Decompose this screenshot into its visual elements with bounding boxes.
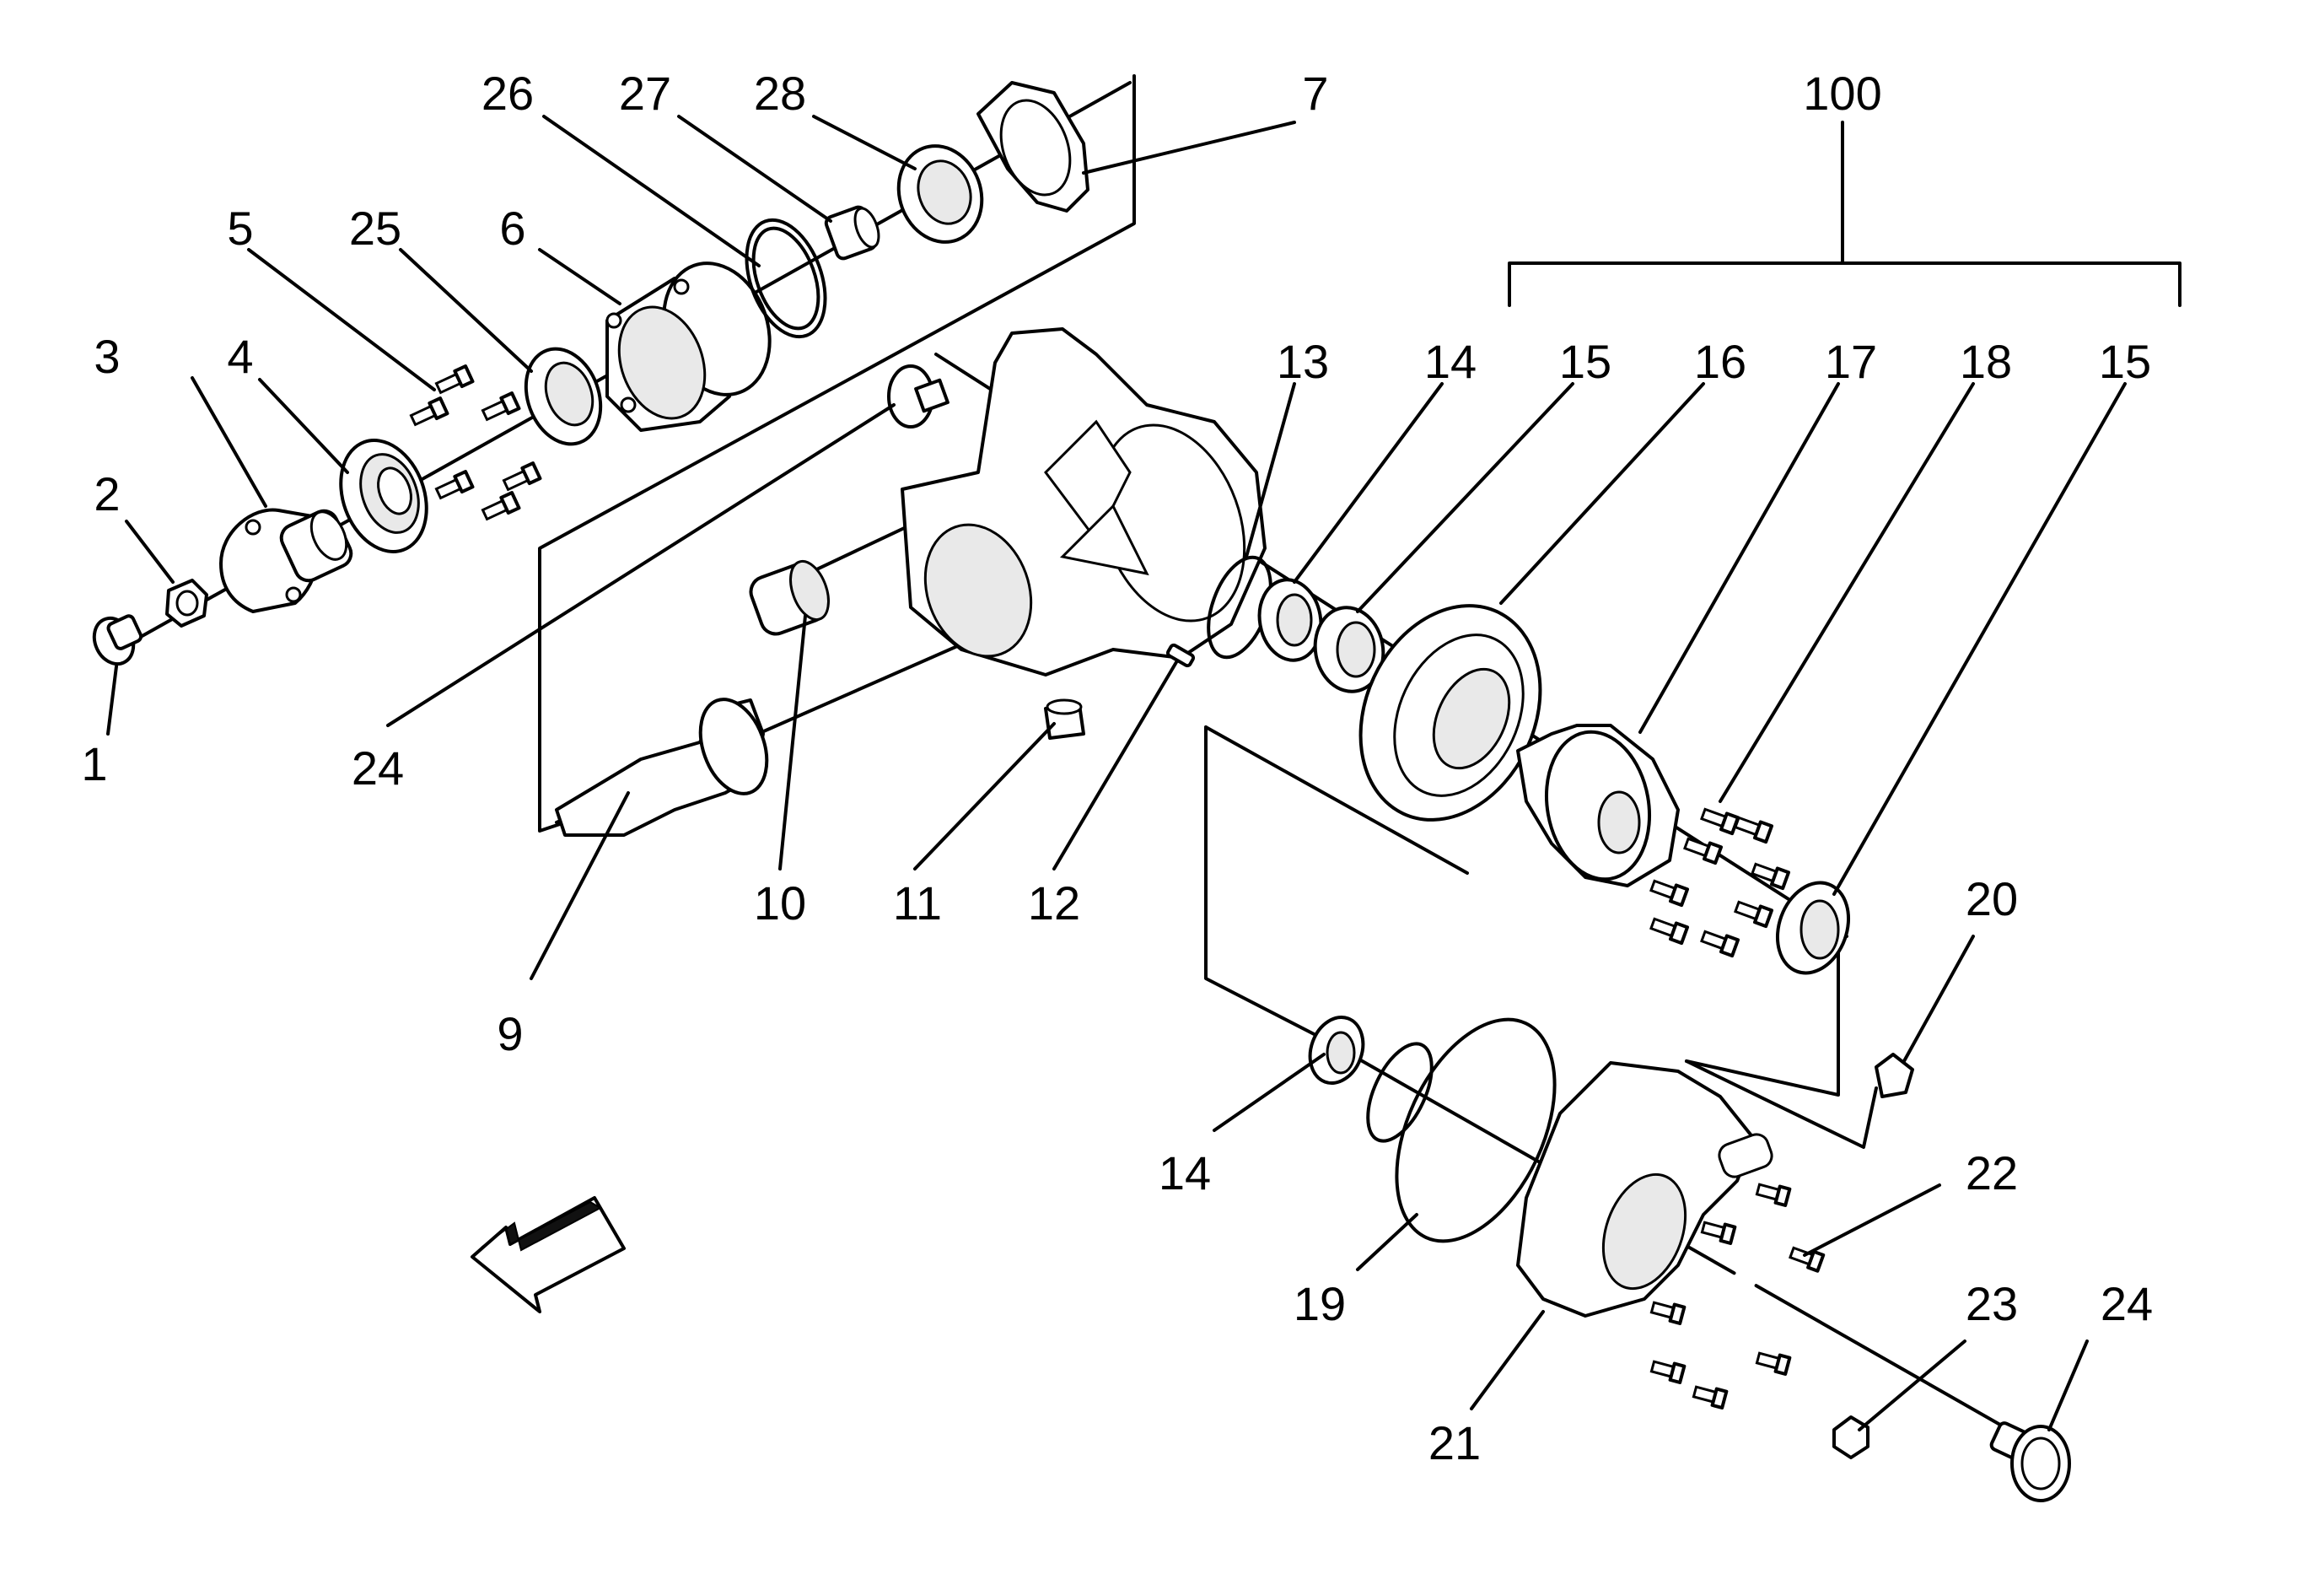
callout-28: 28 — [754, 67, 806, 120]
callout-14-upper: 14 — [1424, 335, 1477, 388]
nut-part — [165, 579, 208, 628]
flange-cap-part — [92, 614, 143, 666]
callout-2: 2 — [94, 467, 120, 520]
callout-22: 22 — [1966, 1146, 2018, 1199]
callout-11: 11 — [893, 876, 942, 930]
bearing-retainer-part — [605, 261, 772, 432]
assembly-lines — [116, 74, 2181, 1440]
bearing-spacer-part — [824, 205, 880, 261]
callout-5: 5 — [227, 202, 253, 255]
differential-case-part — [1516, 724, 1680, 887]
sensor-part — [1875, 1053, 1914, 1098]
bearing-part-14 — [1257, 578, 1323, 662]
callout-18: 18 — [1960, 335, 2012, 388]
ring-gear-part — [1358, 604, 1542, 822]
o-ring-part — [1395, 1017, 1557, 1243]
callout-3: 3 — [94, 330, 120, 383]
callout-20: 20 — [1966, 872, 2018, 925]
callout-23: 23 — [1966, 1277, 2018, 1330]
side-cover-part — [1516, 1061, 1773, 1318]
cover-bolts — [1649, 1183, 1792, 1410]
bolt-set-b — [1649, 807, 1791, 958]
callout-12: 12 — [1028, 876, 1080, 930]
bearing-part-28 — [896, 144, 984, 244]
callout-24-lower: 24 — [2101, 1277, 2153, 1330]
callout-15-left: 15 — [1559, 335, 1611, 388]
callout-15-right: 15 — [2099, 335, 2151, 388]
callout-7: 7 — [1302, 67, 1328, 120]
tone-wheel-part-lower — [1989, 1421, 2071, 1502]
callout-9: 9 — [497, 1007, 523, 1060]
tone-wheel-part-upper — [887, 364, 950, 429]
callout-1: 1 — [81, 737, 107, 790]
bolt-part-22 — [1789, 1246, 1826, 1273]
bolt-set-a — [409, 364, 542, 521]
dowel-part — [1165, 643, 1196, 668]
callout-14-lower: 14 — [1159, 1146, 1211, 1199]
cover-gasket-part — [976, 81, 1089, 213]
gasket-ring-part — [745, 218, 827, 339]
callout-labels: 1 2 3 4 5 25 6 26 27 28 7 100 13 14 15 1… — [81, 67, 2153, 1469]
callout-17: 17 — [1825, 335, 1877, 388]
callout-100: 100 — [1803, 67, 1881, 120]
leader-lines — [106, 115, 2127, 1431]
front-arrow-icon — [471, 1196, 626, 1313]
vent-part — [1044, 698, 1085, 740]
center-housing-part — [901, 327, 1267, 676]
race-part — [1313, 606, 1385, 693]
callout-27: 27 — [619, 67, 671, 120]
bearing-part-25 — [524, 347, 603, 446]
callout-10: 10 — [754, 876, 806, 930]
callout-26: 26 — [481, 67, 534, 120]
callout-6: 6 — [499, 202, 525, 255]
callout-13: 13 — [1277, 335, 1329, 388]
callout-16: 16 — [1694, 335, 1746, 388]
callout-19: 19 — [1294, 1277, 1346, 1330]
seal-part-lower — [1308, 1016, 1365, 1085]
callout-25: 25 — [349, 202, 401, 255]
flange-part — [219, 508, 353, 613]
pinion-seal-part — [339, 439, 428, 553]
plug-part — [1832, 1415, 1869, 1459]
small-ring-part — [1366, 1042, 1434, 1143]
callout-4: 4 — [227, 330, 253, 383]
race-part-right — [1775, 881, 1851, 975]
bushing-part — [749, 559, 830, 636]
pinion-gear-part — [555, 698, 769, 837]
callout-24-upper: 24 — [352, 741, 404, 795]
callout-21: 21 — [1428, 1416, 1481, 1469]
